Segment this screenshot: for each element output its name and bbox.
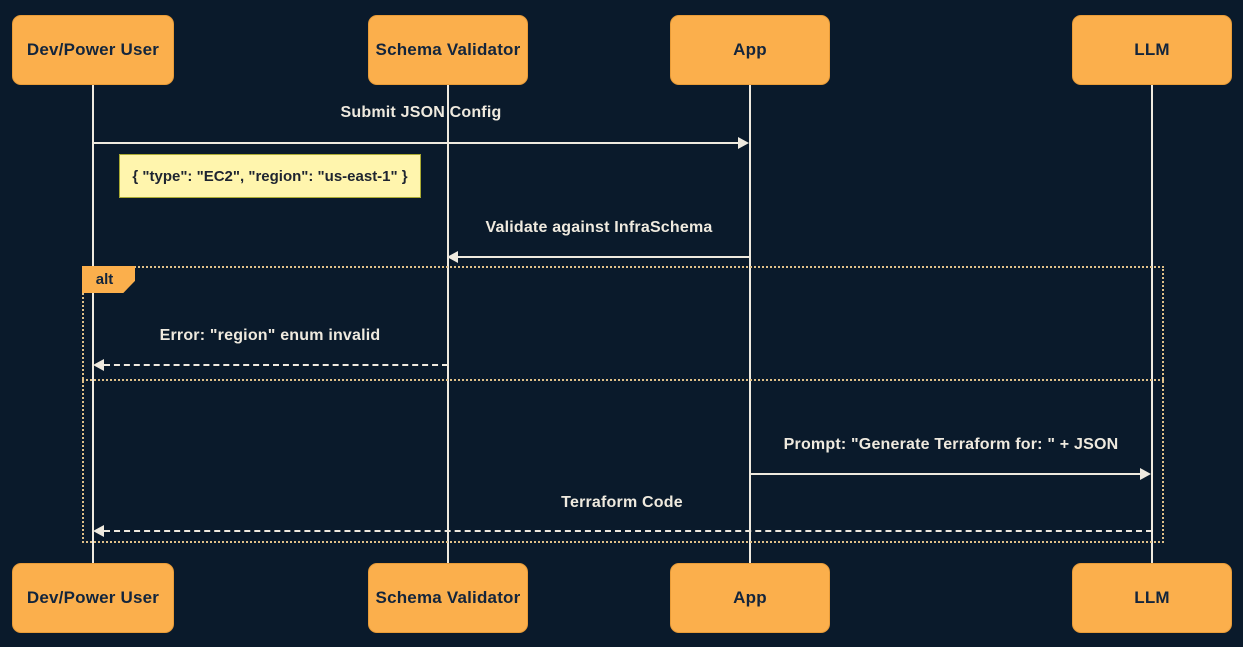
alt-frame-label: alt bbox=[82, 266, 135, 293]
lifeline-llm bbox=[1151, 85, 1153, 563]
actor-bottom-dev-power-user: Dev/Power User bbox=[12, 563, 174, 633]
lifeline-schema-validator bbox=[447, 85, 449, 563]
message-label-submit-json-config: Submit JSON Config bbox=[340, 104, 502, 121]
actor-top-dev-power-user: Dev/Power User bbox=[12, 15, 174, 85]
actor-top-llm: LLM bbox=[1072, 15, 1232, 85]
message-label-prompt-generate-terraform: Prompt: "Generate Terraform for: " + JSO… bbox=[783, 436, 1119, 453]
actor-bottom-llm: LLM bbox=[1072, 563, 1232, 633]
arrowhead-right-icon bbox=[738, 137, 749, 149]
message-label-error-region-enum: Error: "region" enum invalid bbox=[159, 327, 381, 344]
lifeline-dev-power-user bbox=[92, 85, 94, 563]
message-label-terraform-code: Terraform Code bbox=[561, 494, 683, 511]
actor-top-schema-validator: Schema Validator bbox=[368, 15, 528, 85]
arrowhead-left-icon bbox=[447, 251, 458, 263]
lifeline-app bbox=[749, 85, 751, 563]
message-line-terraform-code bbox=[104, 530, 1152, 532]
note-json-config: { "type": "EC2", "region": "us-east-1" } bbox=[119, 154, 421, 198]
message-label-validate-infraschema: Validate against InfraSchema bbox=[485, 219, 713, 236]
arrowhead-left-icon bbox=[93, 359, 104, 371]
actor-top-app: App bbox=[670, 15, 830, 85]
actor-bottom-schema-validator: Schema Validator bbox=[368, 563, 528, 633]
arrowhead-right-icon bbox=[1140, 468, 1151, 480]
message-line-submit-json-config bbox=[93, 142, 738, 144]
arrowhead-left-icon bbox=[93, 525, 104, 537]
alt-frame-divider bbox=[82, 379, 1164, 381]
message-line-prompt-generate-terraform bbox=[750, 473, 1140, 475]
actor-bottom-app: App bbox=[670, 563, 830, 633]
alt-frame bbox=[82, 266, 1164, 543]
message-line-error-region-enum bbox=[104, 364, 448, 366]
message-line-validate-infraschema bbox=[458, 256, 750, 258]
